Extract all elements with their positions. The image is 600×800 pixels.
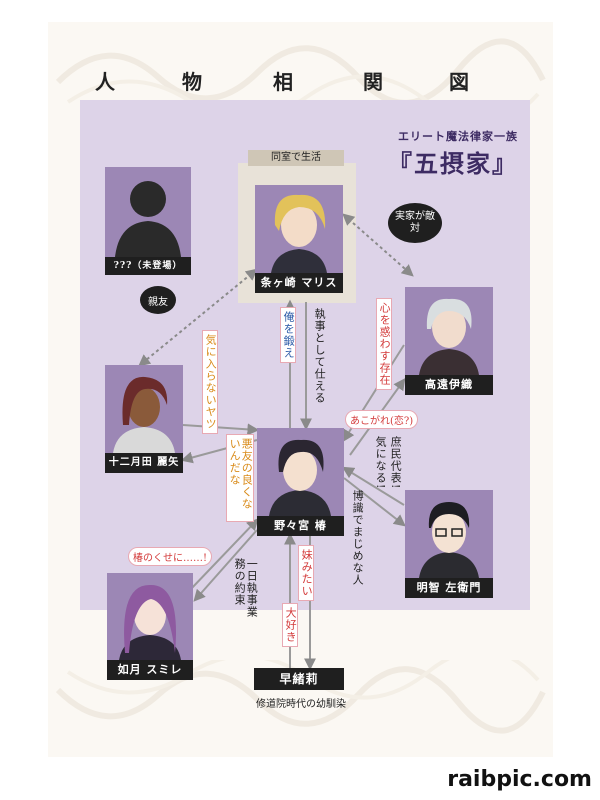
portrait-iori (405, 287, 493, 375)
label-admire: あこがれ(恋?) (345, 410, 419, 429)
name-sumire: 如月 スミレ (107, 660, 193, 680)
character-tsubaki-icon (269, 439, 331, 516)
dotted-maris-reiya (138, 268, 258, 367)
line-sumire-tsubaki (189, 518, 259, 591)
label-serve-butler: 執事として仕える (313, 308, 327, 404)
character-iori-icon (419, 298, 479, 375)
character-sumire-icon (119, 584, 181, 660)
portrait-tsubaki (257, 428, 344, 516)
portrait-sumire (107, 573, 193, 660)
character-maris-icon (271, 194, 327, 273)
name-maris: 条ヶ崎 マリス (255, 273, 343, 293)
character-saemon-icon (419, 502, 479, 578)
name-tsubaki: 野々宮 椿 (257, 516, 344, 536)
silhouette-icon (115, 181, 181, 257)
name-unknown: ???（未登場） (105, 257, 191, 275)
portrait-unknown (105, 167, 191, 257)
name-saemon: 明智 左衛門 (405, 578, 493, 598)
line-tsubaki-sumire (193, 529, 258, 602)
portrait-saemon (405, 490, 493, 578)
line-tsubaki-saemon (343, 477, 406, 527)
title-char-4: 関 (363, 70, 383, 94)
family-subtitle: エリート魔法律家一族 (398, 130, 518, 143)
line-reiya-tsubaki (182, 423, 260, 436)
bubble-family-hostile: 実家が敵対 (388, 203, 442, 243)
label-learned-serious: 博識でまじめな人 (351, 490, 365, 586)
label-bad-friend: 悪友の良くないんだな (226, 434, 255, 522)
bubble-best-friends: 親友 (140, 286, 176, 314)
portrait-reiya (105, 365, 183, 453)
title-char-1: 人 (95, 70, 115, 94)
line-saemon-tsubaki (341, 466, 405, 506)
label-commoner-rep: 庶民代表! (389, 436, 403, 490)
label-curious: 気になる! (374, 436, 388, 490)
label-dont-like: 気に入らないヤツ (202, 330, 219, 434)
portrait-maris (255, 185, 343, 273)
family-name: 『五摂家』 (388, 149, 518, 178)
name-reiya: 十二月田 麗矢 (105, 453, 183, 473)
label-teach-me: 俺を鍛え (280, 307, 297, 363)
top-ornament (55, 38, 546, 117)
title-char-3: 相 (273, 70, 293, 94)
name-sao: 早緒莉 (254, 668, 344, 690)
title-char-5: 図 (449, 70, 469, 94)
cohabit-label: 同室で生活 (248, 150, 344, 166)
character-reiya-icon (113, 376, 175, 453)
sao-caption: 修道院時代の幼馴染 (256, 699, 346, 710)
watermark: raibpic.com (447, 767, 592, 792)
label-butler-promise: 一日執事業務の約束 (233, 558, 259, 618)
label-despite-tsubaki: 椿のくせに……! (128, 547, 213, 566)
label-like-sister: 妹みたい (298, 545, 315, 601)
label-love: 大好き (282, 603, 299, 647)
name-iori: 高遠伊織 (405, 375, 493, 395)
label-heart-disturbing: 心を惑わす存在 (376, 298, 393, 390)
title-char-2: 物 (182, 70, 202, 94)
